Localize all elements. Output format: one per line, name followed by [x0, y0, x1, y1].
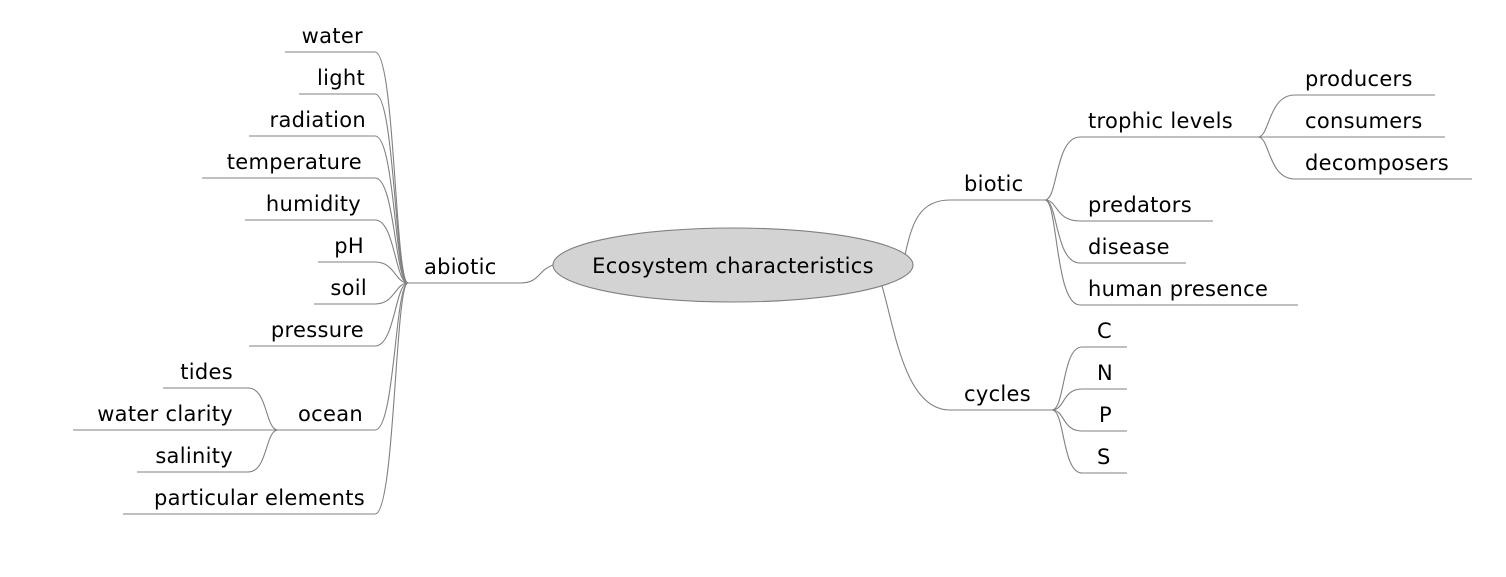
node-water[interactable]: water — [301, 24, 363, 48]
root-node-shape — [552, 227, 914, 303]
connector-p — [1051, 409, 1127, 432]
connector-humidity — [245, 219, 409, 284]
node-pressure[interactable]: pressure — [270, 318, 364, 342]
node-biotic[interactable]: biotic — [964, 172, 1024, 196]
connector-disease — [1044, 199, 1186, 264]
connector-predators — [1044, 199, 1213, 222]
node-trophic-levels[interactable]: trophic levels — [1088, 109, 1234, 133]
node-soil[interactable]: soil — [330, 276, 367, 300]
connector-root-abiotic — [408, 264, 554, 284]
connector-soil — [314, 282, 409, 305]
node-water-clarity[interactable]: water clarity — [97, 402, 233, 426]
node-ph[interactable]: pH — [334, 234, 364, 258]
node-humidity[interactable]: humidity — [265, 192, 361, 216]
connector-decomposers — [1257, 136, 1472, 180]
node-radiation[interactable]: radiation — [269, 108, 366, 132]
connector-producers — [1257, 94, 1435, 138]
connector-radiation — [249, 135, 409, 284]
connector-tides — [163, 387, 279, 431]
connector-ocean — [278, 282, 409, 431]
connector-root-cycles — [881, 285, 1052, 411]
node-n[interactable]: N — [1097, 361, 1114, 385]
connector-light — [299, 93, 409, 284]
node-predators[interactable]: predators — [1088, 193, 1192, 217]
connector-salinity — [137, 429, 279, 473]
node-particular-elements[interactable]: particular elements — [153, 486, 365, 510]
node-s[interactable]: S — [1097, 445, 1111, 469]
node-c[interactable]: C — [1097, 319, 1112, 343]
connector-c — [1051, 346, 1127, 411]
root-node-label: Ecosystem characteristics — [592, 254, 874, 278]
connector-ph — [318, 261, 409, 284]
node-disease[interactable]: disease — [1088, 235, 1170, 259]
node-tides[interactable]: tides — [180, 360, 233, 384]
connector-root-biotic — [904, 199, 1045, 256]
node-p[interactable]: P — [1099, 403, 1112, 427]
node-temperature[interactable]: temperature — [226, 150, 362, 174]
connector-temperature — [202, 177, 409, 284]
connector-particular-elements — [123, 282, 409, 515]
node-light[interactable]: light — [316, 66, 365, 90]
root-node[interactable]: Ecosystem characteristics — [553, 229, 913, 303]
node-decomposers[interactable]: decomposers — [1305, 151, 1450, 175]
node-consumers[interactable]: consumers — [1305, 109, 1423, 133]
connector-trophic — [1044, 136, 1258, 201]
node-ocean[interactable]: ocean — [298, 402, 363, 426]
connector-s — [1051, 409, 1127, 474]
connector-pressure — [249, 282, 409, 347]
node-human-presence[interactable]: human presence — [1088, 277, 1269, 301]
connector-human-presence — [1044, 199, 1298, 306]
node-salinity[interactable]: salinity — [155, 444, 233, 468]
connector-n — [1051, 388, 1127, 411]
node-cycles[interactable]: cycles — [964, 382, 1032, 406]
node-abiotic[interactable]: abiotic — [424, 255, 497, 279]
node-producers[interactable]: producers — [1305, 67, 1413, 91]
